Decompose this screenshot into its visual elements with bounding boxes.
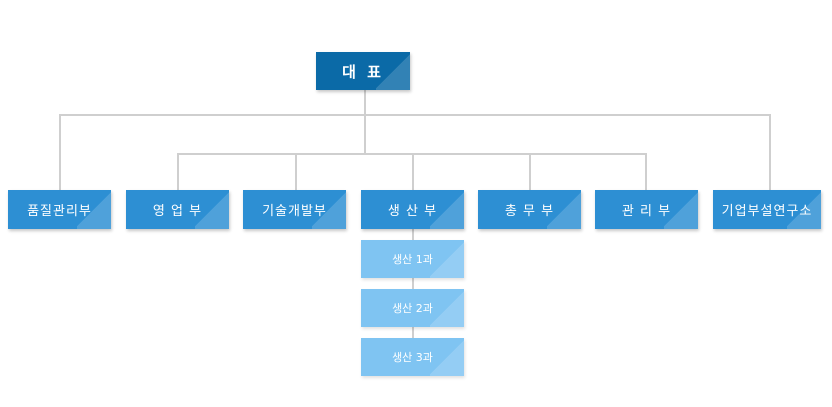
dept-label: 생 산 부 <box>387 204 438 219</box>
connector-drop-sales <box>177 153 179 190</box>
section-production-3: 생산 3과 <box>361 338 464 376</box>
connector-right-drop <box>769 114 771 190</box>
connector-drop-general <box>529 153 531 190</box>
dept-label: 품질관리부 <box>27 204 92 219</box>
connector-drop-tech <box>295 153 297 190</box>
ceo-label: 대 표 <box>342 62 384 81</box>
section-label: 생산 2과 <box>392 302 433 315</box>
connector-left-drop <box>59 114 61 190</box>
connector-production-sections <box>412 229 414 339</box>
ceo-box: 대 표 <box>316 52 410 90</box>
connector-outer-horizontal <box>59 114 771 116</box>
dept-label: 관 리 부 <box>621 204 672 219</box>
connector-center-down <box>364 114 366 154</box>
connector-drop-management <box>645 153 647 190</box>
dept-research-institute: 기업부설연구소 <box>713 190 821 229</box>
dept-label: 기업부설연구소 <box>721 204 813 219</box>
section-production-2: 생산 2과 <box>361 289 464 327</box>
dept-label: 영 업 부 <box>152 204 203 219</box>
dept-general-affairs: 총 무 부 <box>478 190 581 229</box>
dept-sales: 영 업 부 <box>126 190 229 229</box>
dept-production: 생 산 부 <box>361 190 464 229</box>
connector-drop-production <box>412 153 414 190</box>
dept-technology-development: 기술개발부 <box>243 190 346 229</box>
dept-management: 관 리 부 <box>595 190 698 229</box>
dept-label: 총 무 부 <box>504 204 555 219</box>
section-label: 생산 3과 <box>392 351 433 364</box>
connector-head-down <box>364 90 366 114</box>
dept-quality-management: 품질관리부 <box>8 190 111 229</box>
section-label: 생산 1과 <box>392 253 433 266</box>
section-production-1: 생산 1과 <box>361 240 464 278</box>
dept-label: 기술개발부 <box>262 204 327 219</box>
